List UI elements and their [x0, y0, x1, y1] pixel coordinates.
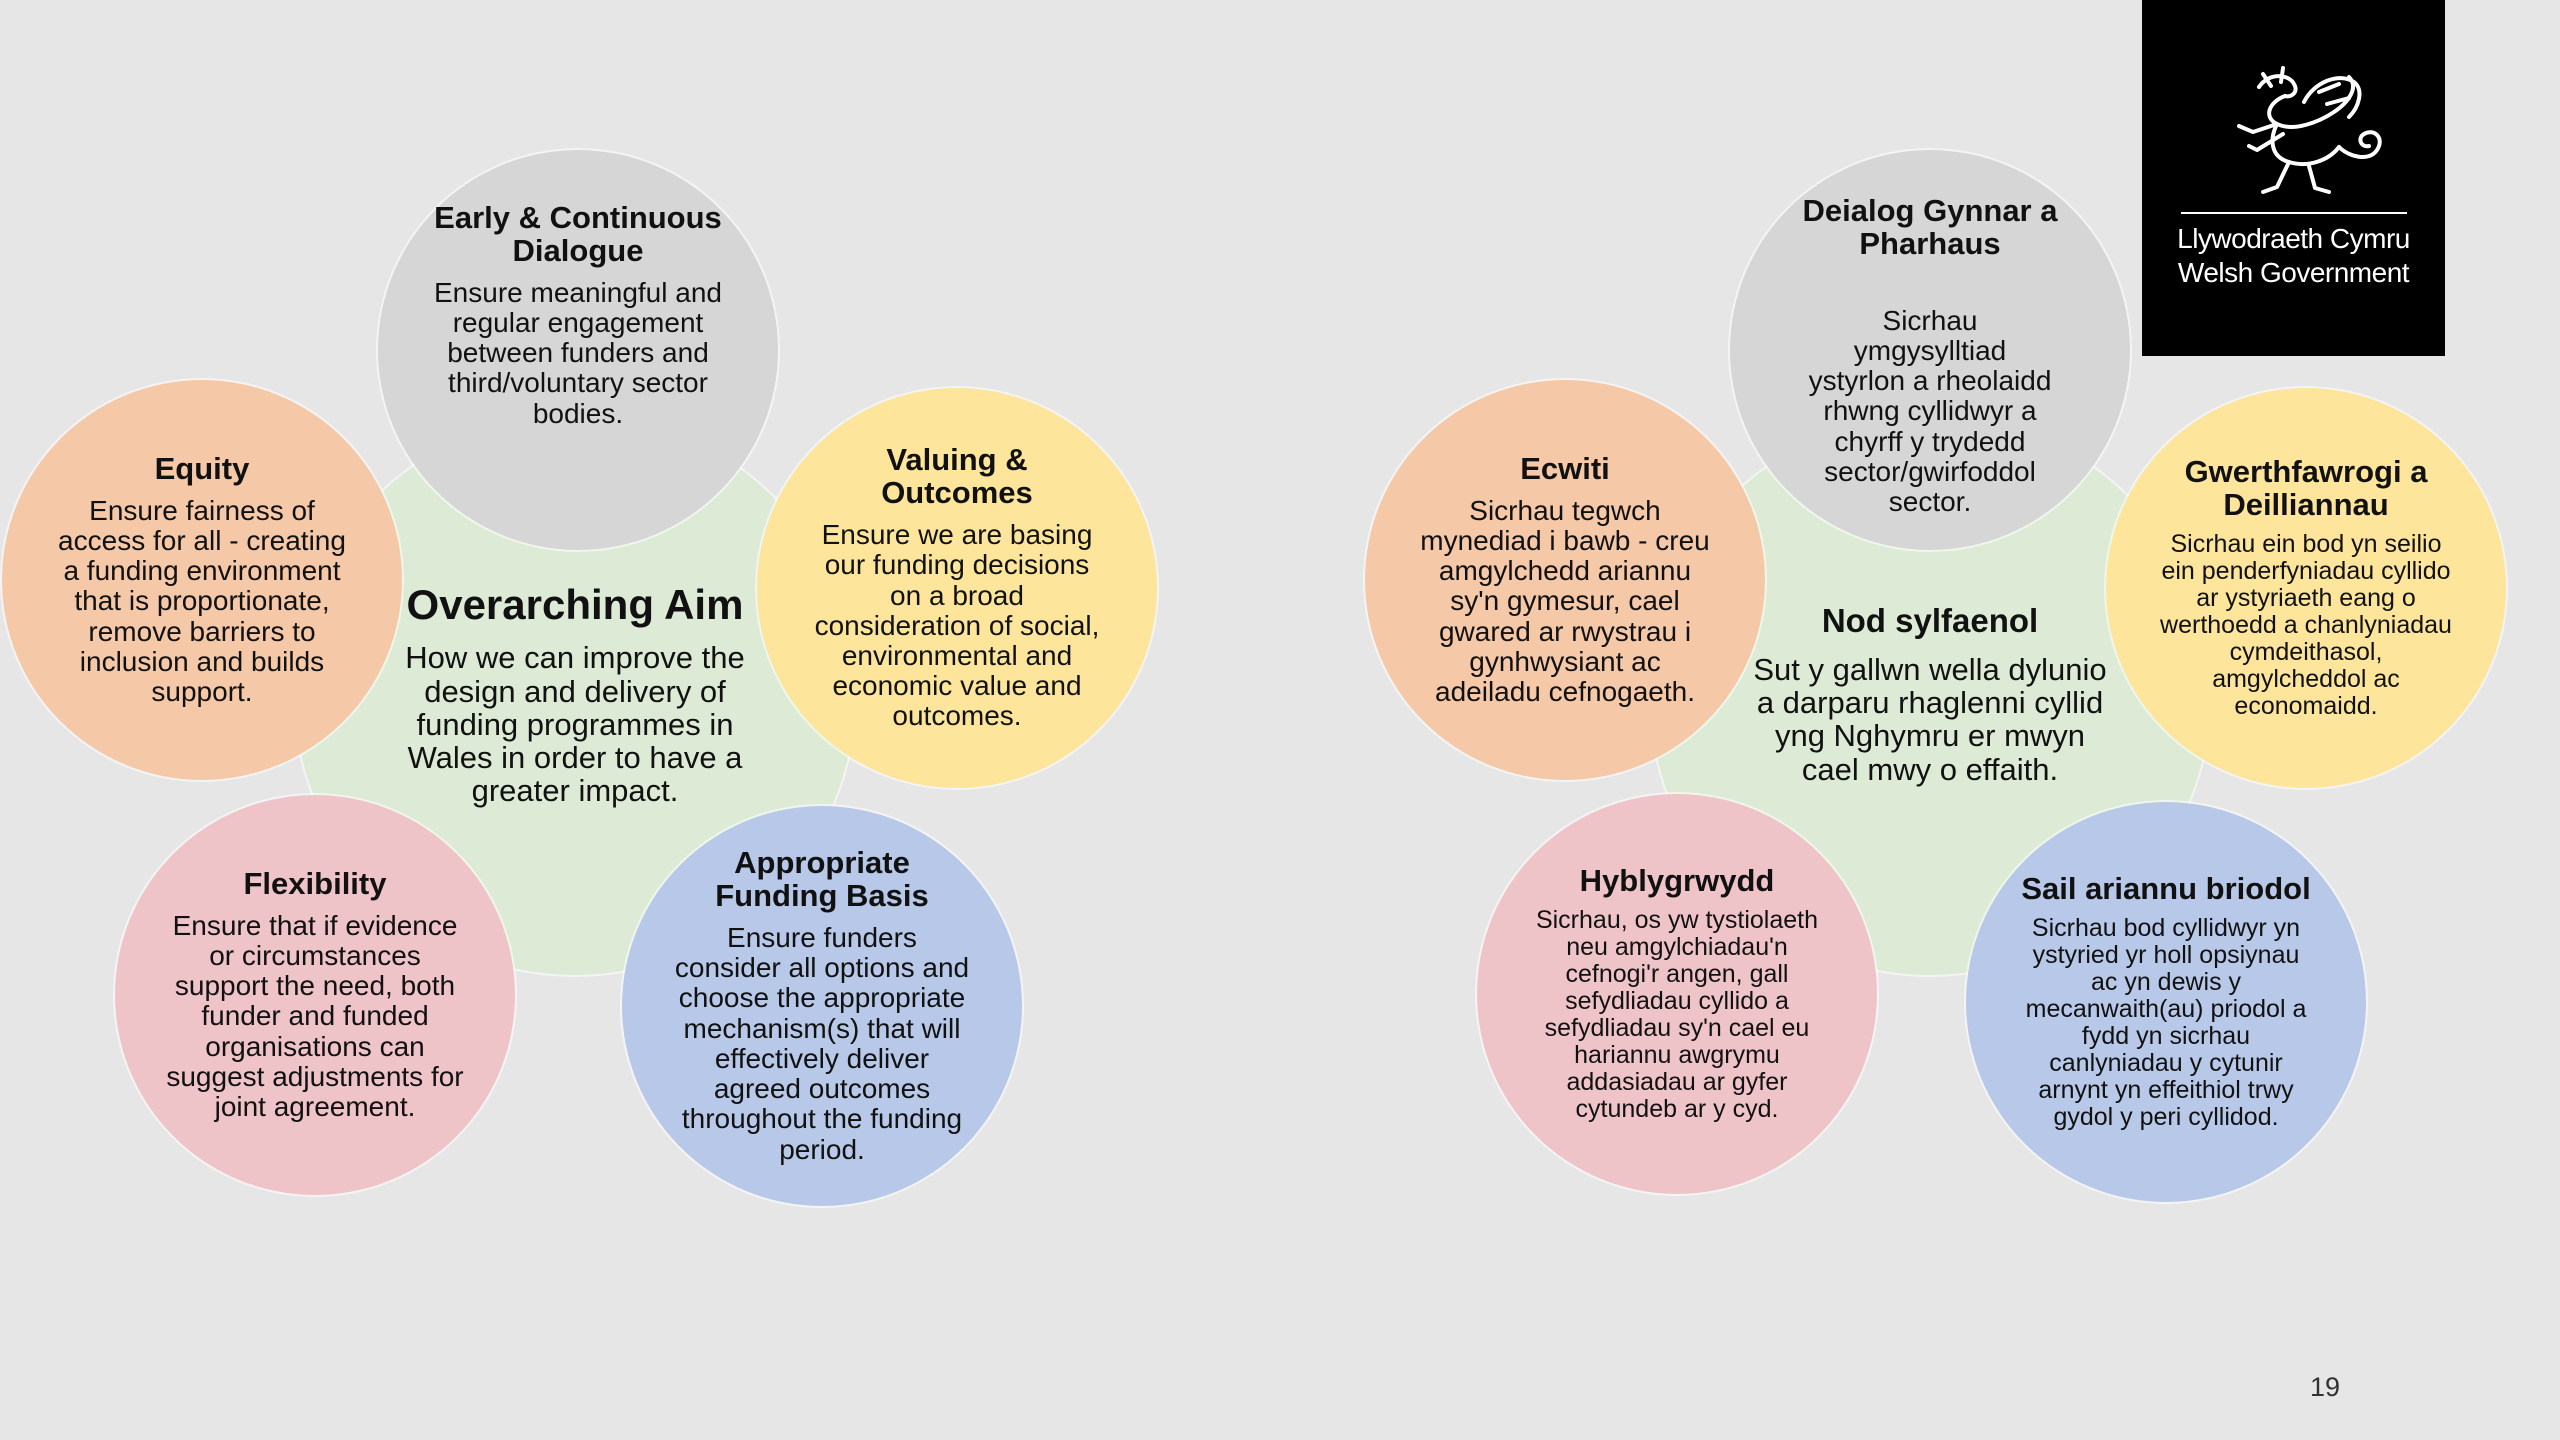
welsh-flexibility-body: Sicrhau, os yw tystiolaeth neu amgylchia… — [1535, 906, 1819, 1124]
english-valuing-title: Valuing & Outcomes — [881, 442, 1033, 511]
welsh-valuing-body: Sicrhau ein bod yn seilio ein penderfyni… — [2160, 530, 2452, 721]
welsh-funding-basis-circle: Sail ariannu briodol Sicrhau bod cyllidw… — [1966, 802, 2366, 1202]
english-valuing-circle: Valuing & Outcomes Ensure we are basing … — [757, 388, 1157, 788]
english-dialogue-circle: Early & Continuous Dialogue Ensure meani… — [378, 150, 778, 550]
english-equity-circle: Equity Ensure fairness of access for all… — [2, 380, 402, 780]
page-number: 19 — [2310, 1372, 2341, 1402]
welsh-equity-title: Ecwiti — [1520, 450, 1610, 486]
welsh-center-title: Nod sylfaenol — [1821, 602, 2039, 640]
english-dialogue-body: Ensure meaningful and regular engagement… — [434, 276, 722, 429]
welsh-dialogue-circle: Deialog Gynnar a Pharhaus Sicrhau ymgysy… — [1730, 150, 2130, 550]
logo-divider — [2180, 212, 2407, 214]
welsh-dialogue-body: Sicrhau ymgysylltiad ystyrlon a rheolaid… — [1808, 304, 2052, 518]
english-center-body: How we can improve the design and delive… — [405, 640, 745, 808]
welsh-equity-body: Sicrhau tegwch mynediad i bawb - creu am… — [1420, 494, 1710, 708]
welsh-valuing-circle: Gwerthfawrogi a Deilliannau Sicrhau ein … — [2106, 388, 2506, 788]
logo-text-english: Welsh Government — [2177, 256, 2410, 288]
english-flexibility-circle: Flexibility Ensure that if evidence or c… — [115, 795, 515, 1195]
english-funding-basis-title: Appropriate Funding Basis — [715, 845, 929, 914]
english-center-title: Overarching Aim — [406, 580, 744, 628]
welsh-dialogue-title: Deialog Gynnar a Pharhaus — [1802, 193, 2058, 261]
english-valuing-body: Ensure we are basing our funding decisio… — [814, 519, 1100, 732]
welsh-funding-basis-title: Sail ariannu briodol — [2021, 870, 2311, 906]
welsh-funding-basis-body: Sicrhau bod cyllidwyr yn ystyried yr hol… — [2025, 914, 2307, 1132]
welsh-valuing-title: Gwerthfawrogi a Deilliannau — [2184, 453, 2428, 522]
welsh-government-logo: Llywodraeth Cymru Welsh Government — [2142, 0, 2445, 356]
english-flexibility-body: Ensure that if evidence or circumstances… — [166, 909, 464, 1123]
welsh-flexibility-title: Hyblygrwydd — [1579, 862, 1775, 898]
english-flexibility-title: Flexibility — [243, 865, 387, 901]
english-funding-basis-body: Ensure funders consider all options and … — [674, 921, 970, 1165]
logo-text-welsh: Llywodraeth Cymru — [2177, 223, 2410, 254]
english-equity-title: Equity — [154, 450, 250, 486]
english-funding-basis-circle: Appropriate Funding Basis Ensure funders… — [622, 806, 1022, 1206]
welsh-center-body: Sut y gallwn wella dylunio a darparu rha… — [1753, 652, 2107, 787]
welsh-dragon-icon — [2236, 66, 2382, 194]
welsh-flexibility-circle: Hyblygrwydd Sicrhau, os yw tystiolaeth n… — [1477, 794, 1877, 1194]
welsh-equity-circle: Ecwiti Sicrhau tegwch mynediad i bawb - … — [1365, 380, 1765, 780]
english-dialogue-title: Early & Continuous Dialogue — [434, 200, 722, 268]
english-equity-body: Ensure fairness of access for all - crea… — [58, 494, 346, 708]
